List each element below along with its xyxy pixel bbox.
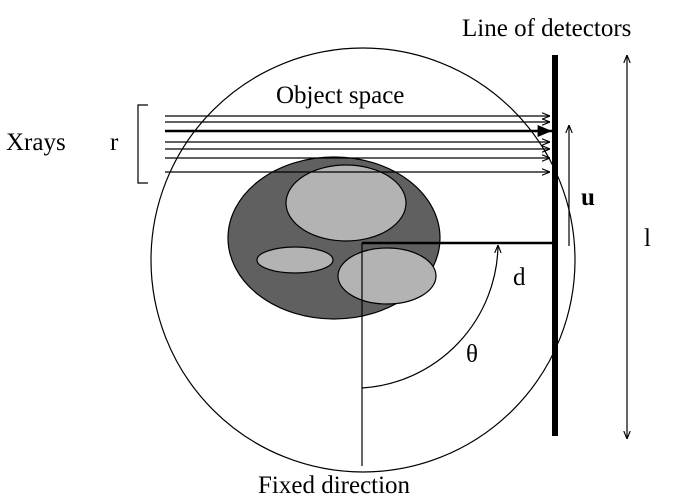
theta-arc (361, 245, 498, 389)
inclusion-right (337, 247, 437, 305)
inclusion-top (285, 164, 407, 242)
u-label: u (581, 184, 595, 211)
r-label: r (110, 129, 119, 156)
xrays-label: Xrays (6, 129, 66, 156)
l-label: l (644, 225, 651, 252)
d-label: d (513, 264, 526, 291)
inclusion-left (256, 246, 334, 274)
r-bracket (137, 104, 148, 184)
detectors-label: Line of detectors (462, 15, 631, 42)
fixed-direction-label: Fixed direction (258, 472, 411, 499)
theta-label: θ (466, 341, 478, 368)
object-space-label: Object space (276, 82, 404, 109)
object-space-circle (150, 47, 576, 473)
